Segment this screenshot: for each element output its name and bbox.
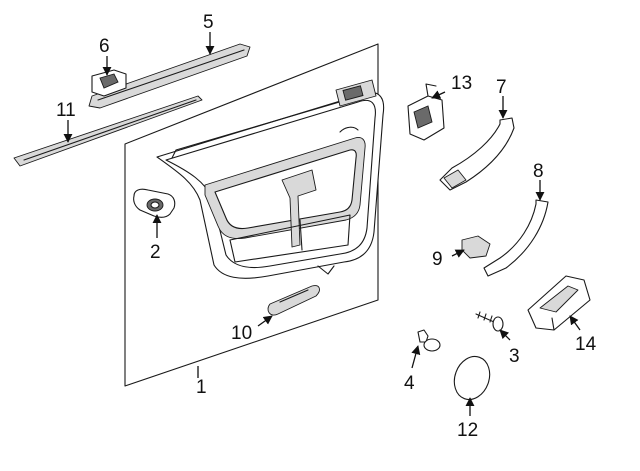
callout-9: 9 (432, 249, 443, 270)
leader-arrows (63, 32, 581, 416)
handle-bracket (461, 235, 491, 259)
callout-4: 4 (404, 373, 415, 394)
armrest-cover (483, 199, 549, 277)
storage-tray (527, 275, 591, 331)
window-switch (407, 83, 445, 141)
callout-13: 13 (451, 73, 472, 94)
callout-6: 6 (99, 36, 110, 57)
door-trim-panel-boundary (124, 43, 379, 387)
access-plug (453, 355, 491, 401)
pull-handle (439, 117, 515, 191)
callout-1: 1 (196, 377, 207, 398)
belt-molding (88, 43, 251, 109)
callout-labels: 1 2 3 4 5 6 7 8 9 10 11 12 13 14 (56, 12, 597, 441)
arrow-10 (257, 315, 273, 327)
callout-7: 7 (496, 77, 507, 98)
callout-3: 3 (509, 346, 520, 367)
callout-8: 8 (533, 161, 544, 182)
arrow-3 (499, 329, 511, 341)
arrow-13 (431, 90, 446, 99)
callout-5: 5 (203, 12, 214, 33)
sealing-strip (13, 95, 203, 167)
callout-14: 14 (575, 334, 597, 355)
arrow-4 (411, 345, 421, 369)
screw (475, 311, 504, 332)
switch-bezel (133, 188, 176, 218)
callout-10: 10 (231, 323, 252, 344)
push-pin (417, 329, 441, 352)
reflector-lamp (267, 285, 320, 316)
arrow-14 (569, 315, 581, 331)
arrow-9 (451, 249, 465, 258)
callout-12: 12 (457, 420, 478, 441)
callout-11: 11 (56, 100, 76, 121)
door-trim-panel (156, 79, 385, 279)
callout-2: 2 (150, 242, 161, 263)
